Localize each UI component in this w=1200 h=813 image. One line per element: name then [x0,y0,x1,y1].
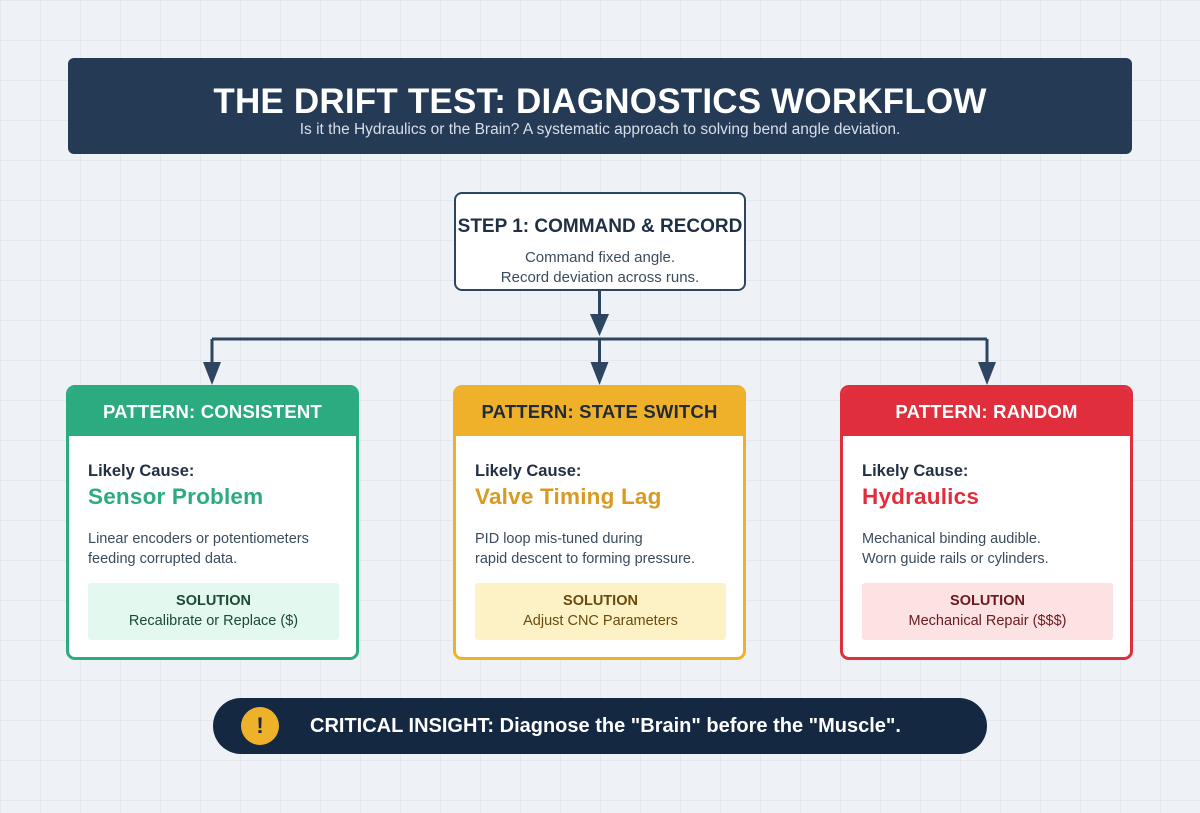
page-title: THE DRIFT TEST: DIAGNOSTICS WORKFLOW [213,82,987,121]
solution-text: Adjust CNC Parameters [523,613,678,629]
arrowhead-step-down [590,314,609,336]
cause-description: Mechanical binding audible. Worn guide r… [862,530,1049,569]
solution-text: Mechanical Repair ($$$) [908,613,1067,629]
connector-paths [210,291,989,366]
arrowhead-random [978,362,996,385]
solution-title: SOLUTION [563,593,638,609]
pattern-card-consistent: PATTERN: CONSISTENT Likely Cause: Sensor… [66,385,359,660]
likely-cause-value: Valve Timing Lag [475,484,662,509]
step-description-line: Command fixed angle. [524,249,676,266]
step-title: STEP 1: COMMAND & RECORD [457,216,743,237]
pattern-card-state-switch: PATTERN: STATE SWITCH Likely Cause: Valv… [453,385,746,660]
cause-description-line: Worn guide rails or cylinders. [862,550,1049,567]
cause-description-line: rapid descent to forming pressure. [475,550,696,567]
warning-icon: ! [241,707,279,745]
solution-box: SOLUTION Adjust CNC Parameters [475,583,726,640]
critical-insight-banner: ! CRITICAL INSIGHT: Diagnose the "Brain"… [213,698,987,754]
header-banner: THE DRIFT TEST: DIAGNOSTICS WORKFLOW Is … [68,58,1132,154]
cause-description-line: feeding corrupted data. [88,550,238,567]
solution-title: SOLUTION [950,593,1025,609]
pattern-header-consistent: PATTERN: CONSISTENT [69,388,356,436]
likely-cause-label: Likely Cause: [475,462,582,480]
step-box: STEP 1: COMMAND & RECORD Command fixed a… [454,192,746,291]
likely-cause-label: Likely Cause: [88,462,195,480]
solution-box: SOLUTION Mechanical Repair ($$$) [862,583,1113,640]
cause-description-line: PID loop mis-tuned during [475,531,643,547]
pattern-header-random: PATTERN: RANDOM [843,388,1130,436]
solution-title: SOLUTION [176,593,251,609]
cause-description: PID loop mis-tuned during rapid descent … [475,530,695,569]
arrowhead-state-switch [590,362,609,385]
cause-description: Linear encoders or potentiometers feedin… [88,530,309,569]
likely-cause-label: Likely Cause: [862,462,969,480]
pattern-card-random: PATTERN: RANDOM Likely Cause: Hydraulics… [840,385,1133,660]
critical-insight-text: CRITICAL INSIGHT: Diagnose the "Brain" b… [310,715,901,737]
pattern-header-state-switch: PATTERN: STATE SWITCH [456,388,743,436]
step-description: Command fixed angle. Record deviation ac… [456,248,744,287]
arrowhead-consistent [203,362,221,385]
cause-description-line: Mechanical binding audible. [862,531,1041,547]
step-description-line: Record deviation across runs. [500,268,700,286]
likely-cause-value: Sensor Problem [88,484,264,509]
likely-cause-value: Hydraulics [862,484,980,509]
cause-description-line: Linear encoders or potentiometers [88,531,309,547]
page-subtitle: Is it the Hydraulics or the Brain? A sys… [299,121,901,138]
solution-box: SOLUTION Recalibrate or Replace ($) [88,583,339,640]
solution-text: Recalibrate or Replace ($) [128,613,299,629]
